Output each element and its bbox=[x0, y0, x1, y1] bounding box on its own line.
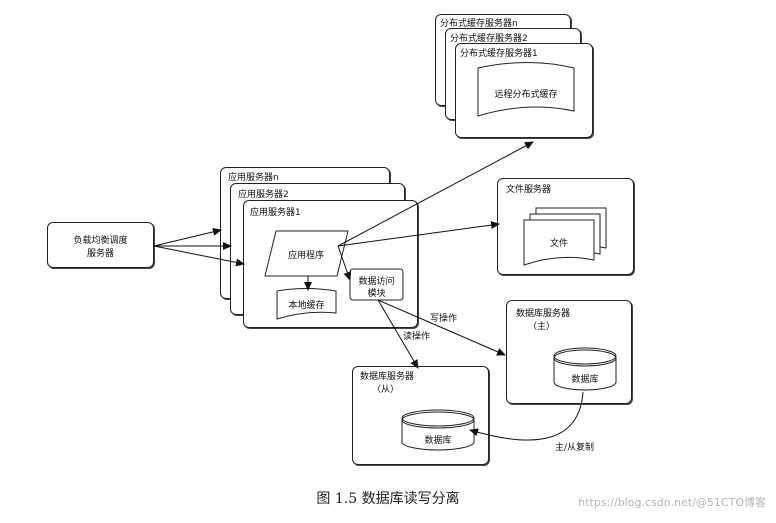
app-server-1-label: 应用服务器1 bbox=[250, 208, 301, 218]
figure-caption: 图 1.5 数据库读写分离 bbox=[316, 491, 460, 507]
write-op-label: 写操作 bbox=[430, 314, 458, 324]
load-balancer-label-1: 负载均衡调度 bbox=[73, 236, 128, 246]
file-doc-label: 文件 bbox=[549, 239, 568, 249]
file-doc-front bbox=[523, 219, 595, 266]
data-access-label-1: 数据访问 bbox=[358, 277, 395, 287]
db-slave-cylinder bbox=[401, 420, 475, 451]
app-program-label: 应用程序 bbox=[287, 251, 324, 261]
load-balancer-box bbox=[47, 222, 154, 268]
remote-cache-shape bbox=[477, 62, 575, 117]
db-master-title: 数据库服务器 bbox=[516, 309, 571, 319]
load-balancer-label-2: 服务器 bbox=[86, 249, 114, 259]
data-access-label-2: 模块 bbox=[367, 289, 386, 299]
read-op-label: 读操作 bbox=[403, 332, 431, 342]
app-program-shape bbox=[264, 230, 349, 277]
watermark: https://blog.csdn.net/@51CTO博客 bbox=[578, 496, 766, 509]
db-slave-role: （从） bbox=[372, 385, 400, 395]
data-access-module bbox=[349, 268, 404, 301]
file-server-label: 文件服务器 bbox=[506, 185, 552, 195]
db-master-cylinder bbox=[553, 358, 617, 391]
db-slave-title: 数据库服务器 bbox=[360, 372, 415, 382]
cache-server-n-label: 分布式缓存服务器n bbox=[440, 19, 518, 29]
remote-cache-label: 远程分布式缓存 bbox=[494, 90, 558, 100]
local-cache-label: 本地缓存 bbox=[288, 301, 325, 311]
local-cache-shape bbox=[276, 288, 337, 320]
replicate-label: 主/从复制 bbox=[555, 443, 595, 453]
db-master-role: （主） bbox=[528, 322, 556, 332]
db-master-label: 数据库 bbox=[571, 375, 599, 385]
db-slave-label: 数据库 bbox=[424, 436, 452, 446]
app-server-n-label: 应用服务器n bbox=[228, 173, 279, 183]
cache-server-1-label: 分布式缓存服务器1 bbox=[460, 49, 538, 59]
cache-server-2-label: 分布式缓存服务器2 bbox=[450, 34, 528, 44]
app-server-2-label: 应用服务器2 bbox=[238, 190, 289, 200]
